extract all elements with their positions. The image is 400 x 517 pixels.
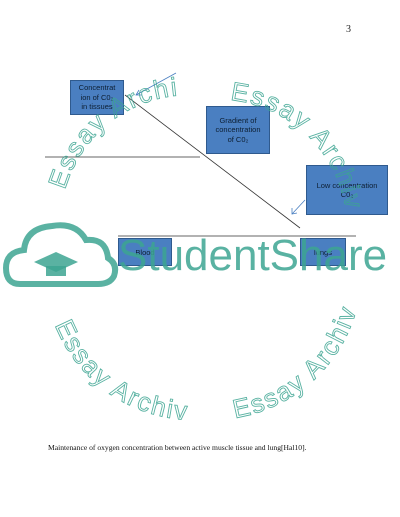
figure-caption: Maintenance of oxygen concentration betw… bbox=[48, 443, 307, 452]
lungs-label: lungs bbox=[314, 248, 332, 257]
arrow-to-low-co2-box bbox=[291, 199, 306, 215]
arrow-to-tissues-box bbox=[135, 72, 177, 96]
gradient-label: Gradient of concentration of C0₂ bbox=[215, 115, 261, 144]
lungs-box: lungs bbox=[300, 238, 346, 266]
cloud-logo-icon bbox=[2, 222, 119, 287]
arrow-head-low-co2-icon bbox=[291, 208, 298, 215]
arrow-head-tissues-icon bbox=[135, 89, 142, 96]
gradient-box: Gradient of concentration of C0₂ bbox=[206, 106, 270, 154]
blood-label: Blood bbox=[135, 248, 155, 257]
blood-box: Blood bbox=[118, 238, 172, 266]
co2-in-tissues-label: Concentrat ion of C0₂ in tissues bbox=[78, 83, 116, 112]
low-co2-label: Low concentration C0₂ bbox=[316, 180, 378, 199]
page-number: 3 bbox=[346, 24, 351, 35]
svg-text:Essay Archive: Essay Archive bbox=[0, 0, 191, 426]
low-co2-box: Low concentration C0₂ bbox=[306, 165, 388, 215]
watermark-ring-text-bottom-left: Essay Archive bbox=[0, 0, 189, 427]
co2-in-tissues-box: Concentrat ion of C0₂ in tissues bbox=[70, 80, 124, 115]
